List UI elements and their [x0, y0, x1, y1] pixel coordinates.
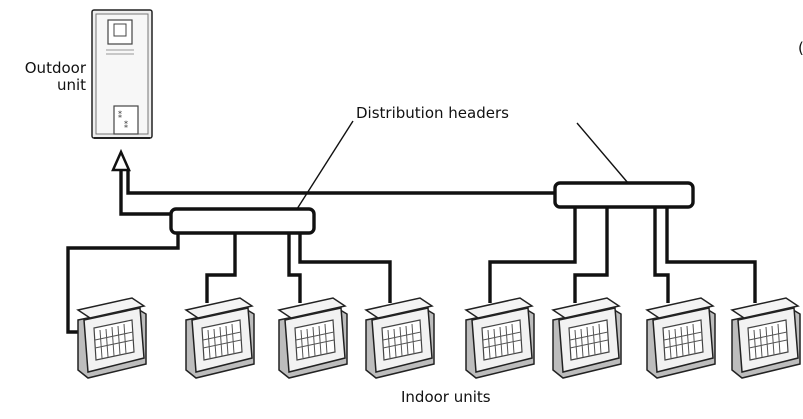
cassette-indoor-unit-icon: [646, 297, 716, 379]
flow-arrow-icon: [111, 148, 131, 172]
outdoor-unit-label: Outdoor unit: [4, 59, 86, 95]
branch-pipe: [287, 233, 302, 303]
piping-network: [66, 170, 757, 334]
cropped-text-fragment: (: [798, 39, 803, 57]
cassette-indoor-unit-icon: [185, 297, 255, 379]
branch-pipe: [66, 233, 180, 334]
outdoor-unit-icon: ⁑ ⁑: [91, 9, 153, 139]
branch-pipe: [665, 205, 757, 303]
leader-line-right: [576, 122, 629, 184]
branch-pipe: [205, 233, 237, 303]
branch-pipe: [653, 205, 670, 303]
outdoor-unit-label-line2: unit: [56, 76, 86, 95]
cassette-indoor-unit-icon: [552, 297, 622, 379]
cassette-indoor-unit-icon: [278, 297, 348, 379]
branch-pipe: [298, 233, 392, 303]
distribution-headers-label: Distribution headers: [356, 104, 509, 122]
cassette-indoor-unit-icon: [365, 297, 435, 379]
main-pipe-right: [126, 170, 555, 195]
outdoor-unit-label-line1: Outdoor: [24, 59, 86, 77]
svg-text:⁑: ⁑: [124, 119, 128, 130]
leader-lines: [296, 120, 629, 210]
main-pipe-left: [119, 170, 171, 216]
branch-pipe: [573, 205, 609, 303]
distribution-header-right: [553, 181, 695, 209]
indoor-units-label: Indoor units: [401, 388, 491, 406]
branch-pipe: [488, 205, 577, 303]
leader-line-left: [296, 120, 354, 210]
distribution-header-left: [169, 207, 316, 235]
svg-text:⁑: ⁑: [118, 109, 122, 120]
cassette-indoor-unit-icon: [731, 297, 801, 379]
cassette-indoor-unit-icon: [77, 297, 147, 379]
cassette-indoor-unit-icon: [465, 297, 535, 379]
indoor-units: [77, 297, 801, 379]
